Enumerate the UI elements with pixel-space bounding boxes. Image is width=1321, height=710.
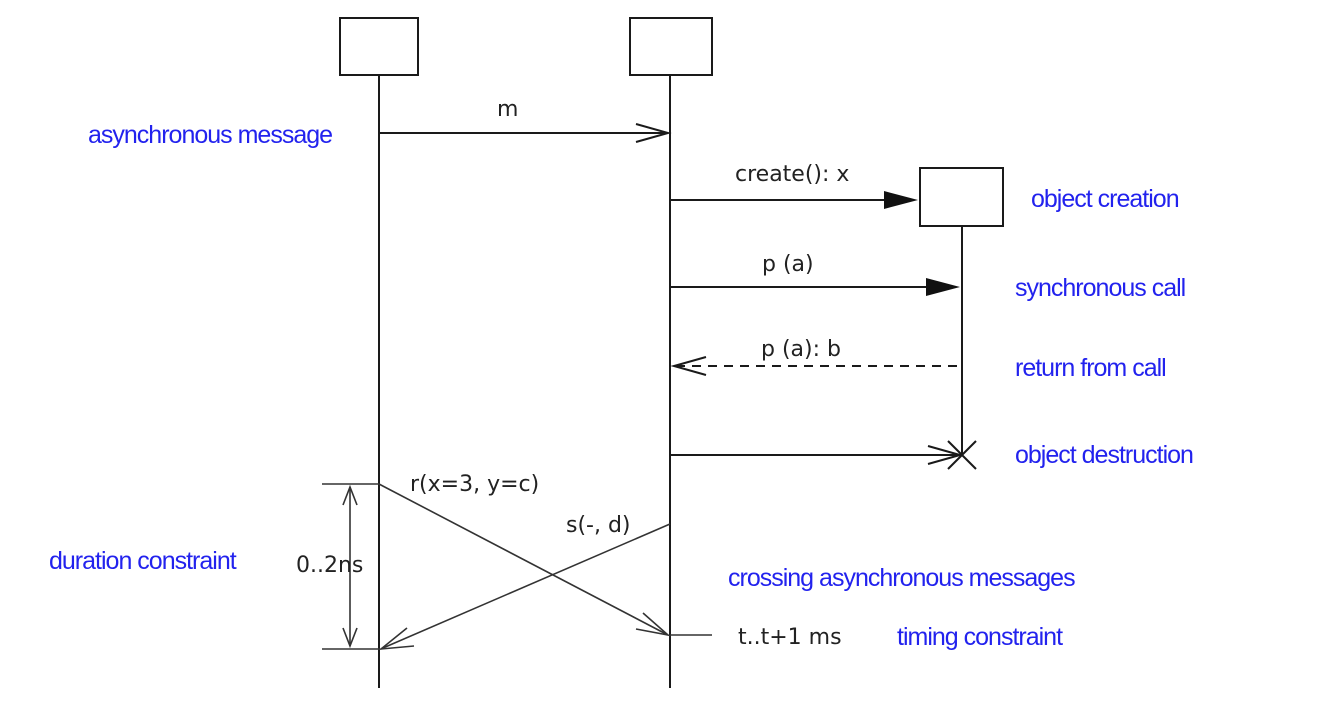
note-crossing-messages: crossing asynchronous messages: [728, 564, 1075, 592]
message-s-label: s(-, d): [566, 513, 631, 538]
message-m-label: m: [497, 97, 518, 122]
message-create: [670, 191, 918, 209]
note-object-creation: object creation: [1031, 185, 1179, 213]
message-create-label: create(): x: [735, 162, 849, 187]
message-destruction: [670, 440, 977, 470]
note-duration-constraint: duration constraint: [49, 547, 237, 575]
note-return-from-call: return from call: [1015, 354, 1166, 382]
note-timing-constraint: timing constraint: [897, 623, 1063, 651]
message-r: [378, 483, 671, 637]
duration-constraint-label: 0..2ns: [296, 553, 363, 578]
timing-constraint-label: t..t+1 ms: [738, 625, 842, 650]
message-m: [379, 123, 672, 143]
message-sync-call: [670, 278, 960, 296]
message-return-label: p (a): b: [761, 337, 841, 362]
message-return: [670, 356, 962, 376]
note-object-destruction: object destruction: [1015, 441, 1193, 469]
message-s: [378, 523, 671, 651]
lifeline-head-b: [629, 17, 713, 76]
message-sync-call-label: p (a): [762, 252, 814, 277]
message-r-label: r(x=3, y=c): [410, 472, 539, 497]
duration-constraint: [322, 483, 380, 650]
lifeline-head-a: [339, 17, 419, 76]
lifeline-head-x: [919, 167, 1004, 227]
note-synchronous-call: synchronous call: [1015, 274, 1185, 302]
note-asynchronous-message: asynchronous message: [88, 121, 332, 149]
